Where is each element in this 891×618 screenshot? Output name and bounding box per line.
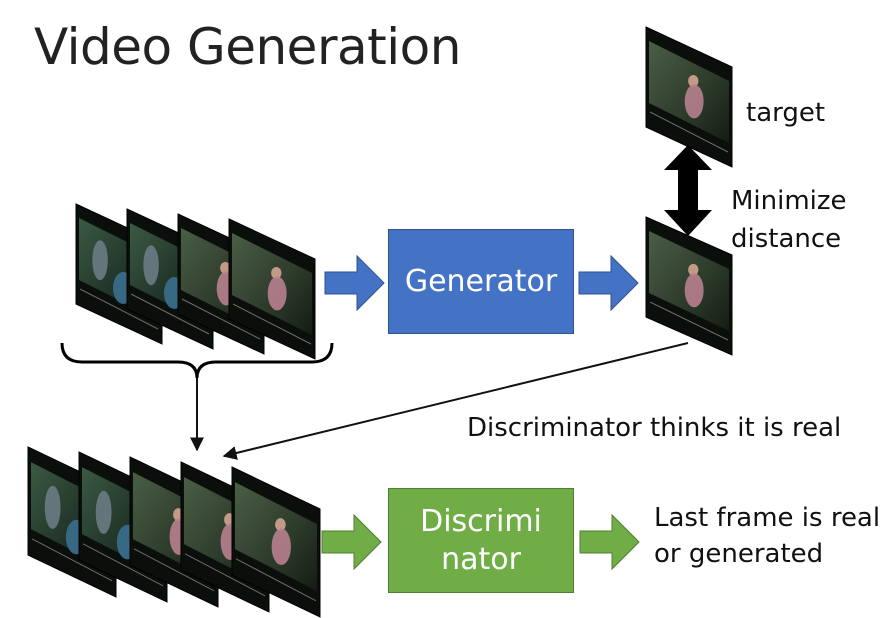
arrow-discriminator-to-output bbox=[579, 513, 640, 571]
arrow-sequence-to-discriminator bbox=[321, 513, 382, 571]
discriminator-label-line2: nator bbox=[441, 541, 521, 577]
target-frame bbox=[645, 26, 733, 168]
arrow-generator-to-output bbox=[578, 254, 639, 312]
discriminator-label-line1: Discrimi bbox=[420, 504, 542, 539]
discriminator-frame-5 bbox=[231, 466, 321, 618]
slide-title: Video Generation bbox=[34, 18, 461, 76]
discriminator-thinks-label: Discriminator thinks it is real bbox=[467, 413, 842, 443]
discriminator-box: Discrimi nator bbox=[388, 488, 574, 593]
generator-label: Generator bbox=[404, 263, 558, 299]
generated-to-sequence-arrow bbox=[222, 342, 689, 460]
generated-frame bbox=[645, 216, 733, 356]
generator-box: Generator bbox=[388, 229, 574, 334]
output-label-line2: or generated bbox=[654, 539, 824, 569]
generated-frame-image bbox=[645, 216, 733, 356]
minimize-distance-double-arrow bbox=[664, 145, 712, 236]
minimize-label-line1: Minimize bbox=[731, 186, 847, 216]
discriminator-frame-sequence bbox=[27, 446, 321, 618]
arrow-input-to-generator bbox=[324, 254, 385, 312]
target-frame-image bbox=[645, 26, 733, 168]
input-frame-sequence bbox=[75, 203, 316, 360]
input-frame-4 bbox=[228, 218, 316, 360]
minimize-label-line2: distance bbox=[731, 224, 842, 254]
output-label-line1: Last frame is real bbox=[654, 503, 881, 533]
target-label: target bbox=[746, 98, 826, 128]
